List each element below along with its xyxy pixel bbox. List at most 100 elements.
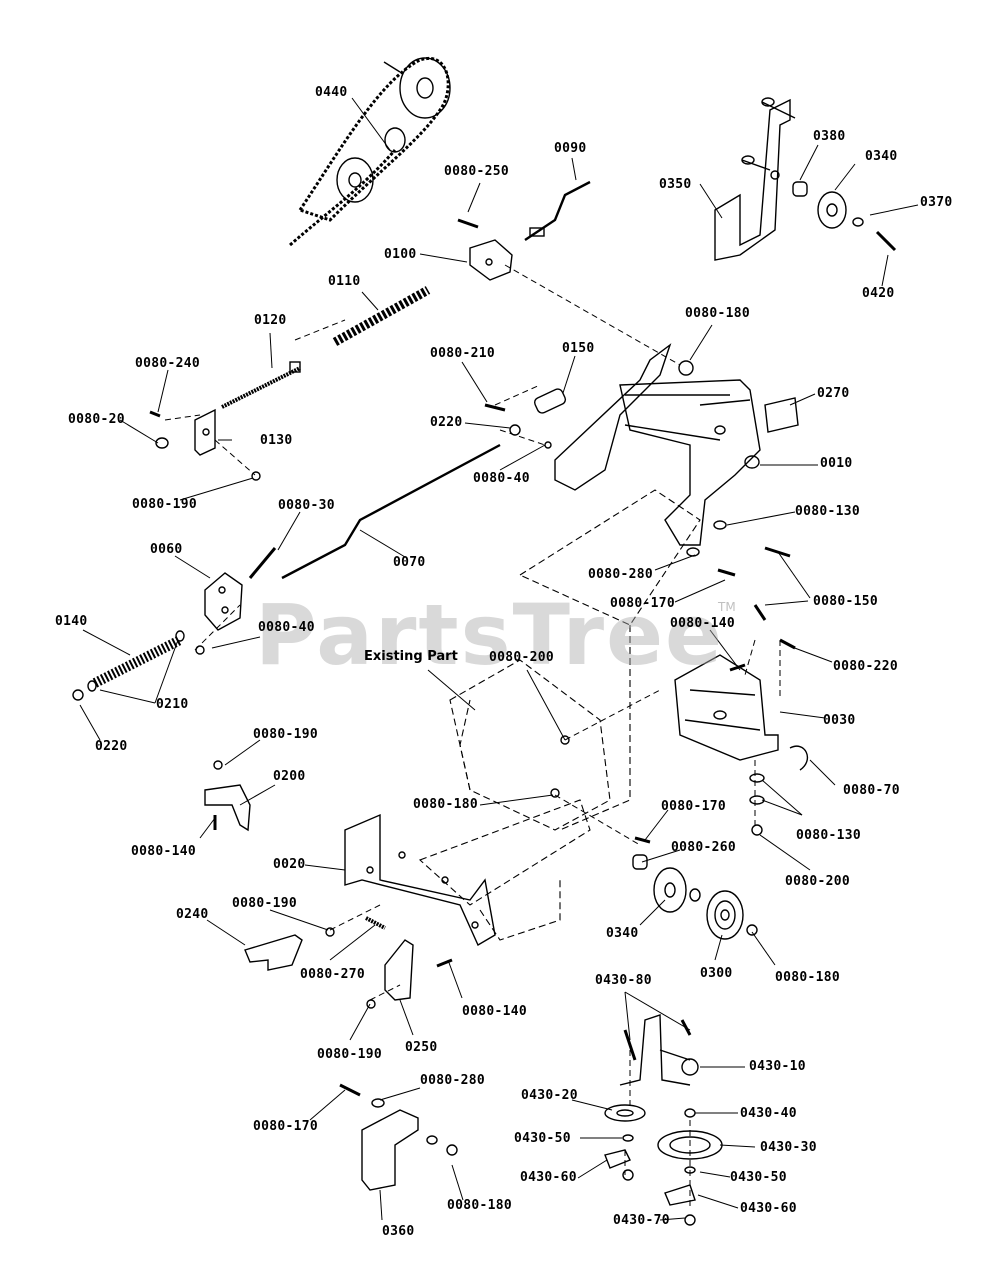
part-label-0080-180-d[interactable]: 0080-180 [447,1198,513,1213]
trademark-symbol: TM [718,600,736,614]
part-label-0360[interactable]: 0360 [382,1224,415,1239]
assembly-dashed-lines [164,264,781,1210]
part-label-0430-10[interactable]: 0430-10 [749,1059,806,1074]
part-label-0080-180-a[interactable]: 0080-180 [685,306,751,321]
part-label-0080-150[interactable]: 0080-150 [813,594,879,609]
part-label-0150[interactable]: 0150 [562,341,595,356]
part-label-0200[interactable]: 0200 [273,769,306,784]
part-label-0080-280-a[interactable]: 0080-280 [588,567,654,582]
bracket-0200 [204,760,251,832]
part-label-0080-40-b[interactable]: 0080-40 [258,620,315,635]
part-label-0080-140-b[interactable]: 0080-140 [131,844,197,859]
part-label-0430-60-a[interactable]: 0430-60 [520,1170,577,1185]
pulley-group-center [632,836,758,940]
part-label-0350[interactable]: 0350 [659,177,692,192]
partstree-watermark: PartsTree [255,586,725,684]
existing-part-label: Existing Part [364,649,458,664]
part-label-0080-270[interactable]: 0080-270 [300,967,366,982]
part-label-0080-140-c[interactable]: 0080-140 [462,1004,528,1019]
part-label-0080-260[interactable]: 0080-260 [671,840,737,855]
part-label-0060[interactable]: 0060 [150,542,183,557]
part-label-0080-30[interactable]: 0080-30 [278,498,335,513]
part-label-0420[interactable]: 0420 [862,286,895,301]
part-label-0030[interactable]: 0030 [823,713,856,728]
part-label-0270[interactable]: 0270 [817,386,850,401]
part-label-0110[interactable]: 0110 [328,274,361,289]
part-label-0080-280-b[interactable]: 0080-280 [420,1073,486,1088]
part-label-0430-30[interactable]: 0430-30 [760,1140,817,1155]
part-label-0080-180-b[interactable]: 0080-180 [413,797,479,812]
plate-0270 [764,397,799,433]
part-label-0080-200-b[interactable]: 0080-200 [785,874,851,889]
bracket-0240 [244,934,303,971]
part-label-0340-b[interactable]: 0340 [606,926,639,941]
bracket-0130 [149,408,261,481]
lever-0090 [457,180,591,281]
part-label-0430-50-a[interactable]: 0430-50 [514,1131,571,1146]
part-label-0220-b[interactable]: 0220 [95,739,128,754]
part-label-0220-a[interactable]: 0220 [430,415,463,430]
part-label-0070[interactable]: 0070 [393,555,426,570]
part-label-0140[interactable]: 0140 [55,614,88,629]
part-label-0080-210[interactable]: 0080-210 [430,346,496,361]
fitting-0150 [484,388,567,449]
part-label-0080-40-a[interactable]: 0080-40 [473,471,530,486]
part-label-0380[interactable]: 0380 [813,129,846,144]
part-label-0080-70[interactable]: 0080-70 [843,783,900,798]
part-label-0080-140-a[interactable]: 0080-140 [670,616,736,631]
part-label-0430-60-b[interactable]: 0430-60 [740,1201,797,1216]
pulley-0340-top [817,191,847,229]
part-label-0210[interactable]: 0210 [156,697,189,712]
leader-lines [79,97,919,1221]
idler-bracket-0350 [714,97,897,261]
rod-0070 [204,443,501,631]
part-label-0100[interactable]: 0100 [384,247,417,262]
part-label-0430-80[interactable]: 0430-80 [595,973,652,988]
base-plate-0020 [344,735,570,946]
part-label-0010[interactable]: 0010 [820,456,853,471]
part-label-0430-50-b[interactable]: 0430-50 [730,1170,787,1185]
clip-0430-60a [604,1149,631,1169]
bracket-0030 [674,604,809,836]
part-label-0250[interactable]: 0250 [405,1040,438,1055]
part-label-0080-180-c[interactable]: 0080-180 [775,970,841,985]
part-label-0080-190-a[interactable]: 0080-190 [132,497,198,512]
part-label-0130[interactable]: 0130 [260,433,293,448]
lower-bracket-group [244,916,453,1009]
part-label-0300[interactable]: 0300 [700,966,733,981]
part-label-0020[interactable]: 0020 [273,857,306,872]
part-label-0080-240[interactable]: 0080-240 [135,356,201,371]
part-label-0430-20[interactable]: 0430-20 [521,1088,578,1103]
idler-assembly-0430 [604,1014,723,1226]
part-label-0080-220[interactable]: 0080-220 [833,659,899,674]
part-label-0120[interactable]: 0120 [254,313,287,328]
part-label-0080-170-b[interactable]: 0080-170 [661,799,727,814]
part-label-0430-70[interactable]: 0430-70 [613,1213,670,1228]
pulley-0300 [706,890,744,940]
part-label-0080-170-c[interactable]: 0080-170 [253,1119,319,1134]
part-label-0080-190-c[interactable]: 0080-190 [232,896,298,911]
part-label-0080-190-d[interactable]: 0080-190 [317,1047,383,1062]
clip-0430-60b [664,1184,696,1206]
spring-0140 [72,630,205,701]
part-label-0090[interactable]: 0090 [554,141,587,156]
part-label-0080-130-a[interactable]: 0080-130 [795,504,861,519]
bracket-0100 [469,239,513,281]
part-label-0080-170-a[interactable]: 0080-170 [610,596,676,611]
pulley-0430-30 [657,1130,723,1160]
part-label-0440[interactable]: 0440 [315,85,348,100]
part-label-0080-190-b[interactable]: 0080-190 [253,727,319,742]
part-label-0240[interactable]: 0240 [176,907,209,922]
part-label-0080-130-b[interactable]: 0080-130 [796,828,862,843]
part-label-0080-200-a[interactable]: 0080-200 [489,650,555,665]
part-label-0430-40[interactable]: 0430-40 [740,1106,797,1121]
part-label-0080-250[interactable]: 0080-250 [444,164,510,179]
part-label-0370[interactable]: 0370 [920,195,953,210]
spring-0110 [332,286,431,346]
part-label-0080-20[interactable]: 0080-20 [68,412,125,427]
main-arm-0010 [554,343,799,577]
part-label-0340-a[interactable]: 0340 [865,149,898,164]
threaded-rod-0120 [221,361,301,409]
